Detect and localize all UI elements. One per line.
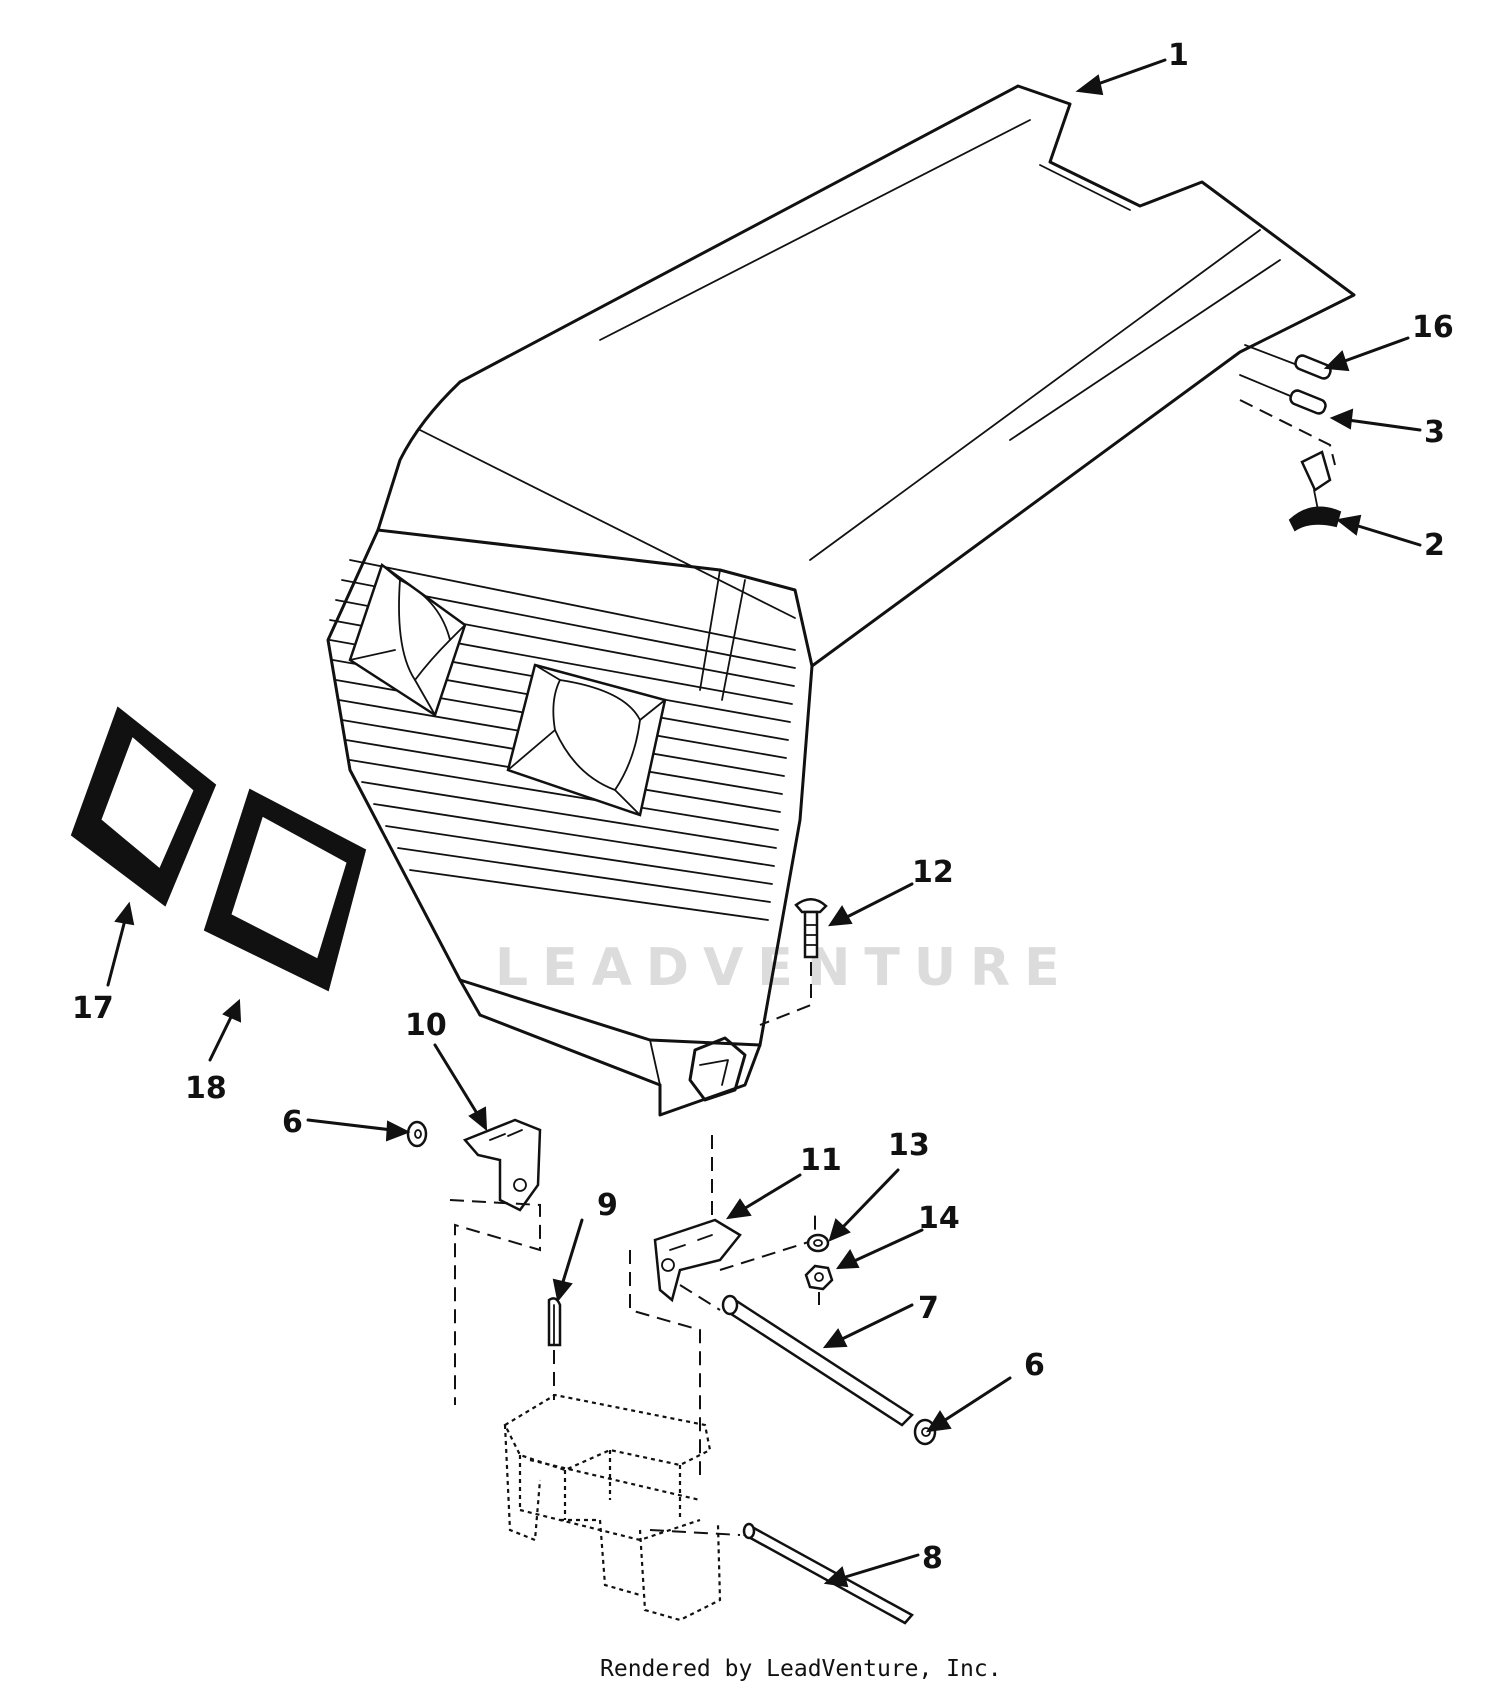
callout-16: 16 [1412, 310, 1454, 345]
hood-pins [1239, 344, 1336, 466]
hood [326, 84, 1356, 1117]
mount-bracket [503, 1393, 722, 1622]
callout-8: 8 [922, 1541, 943, 1576]
callout-1: 1 [1168, 38, 1189, 73]
headlight-right [506, 663, 667, 817]
watermark: LEADVENTURE [495, 938, 1074, 998]
callout-6-right: 6 [1024, 1348, 1045, 1383]
lens-17 [70, 706, 217, 907]
cotter-pin-9 [547, 1297, 562, 1400]
callout-6-left: 6 [282, 1105, 303, 1140]
lens-18 [203, 788, 367, 992]
callout-18: 18 [185, 1071, 227, 1106]
callout-7: 7 [918, 1291, 939, 1326]
callout-14: 14 [918, 1201, 960, 1236]
callout-11: 11 [800, 1143, 842, 1178]
rod-7 [679, 1284, 914, 1427]
callout-3: 3 [1424, 415, 1445, 450]
headlight-left [348, 562, 467, 717]
latch [1288, 450, 1342, 532]
leader-arrows [106, 58, 1422, 1588]
pin-8 [649, 1522, 914, 1625]
bolt-12 [759, 898, 828, 1026]
bracket-11 [629, 1135, 816, 1475]
nut-14 [804, 1264, 834, 1305]
credit-text: Rendered by LeadVenture, Inc. [600, 1656, 1002, 1682]
washer-6-left [406, 1120, 428, 1148]
callout-9: 9 [597, 1188, 618, 1223]
bracket-10 [449, 1118, 542, 1405]
callout-2: 2 [1424, 528, 1445, 563]
callout-12: 12 [912, 855, 954, 890]
washer-13 [806, 1233, 830, 1253]
callout-17: 17 [72, 991, 114, 1026]
callout-13: 13 [888, 1128, 930, 1163]
callout-10: 10 [405, 1008, 447, 1043]
